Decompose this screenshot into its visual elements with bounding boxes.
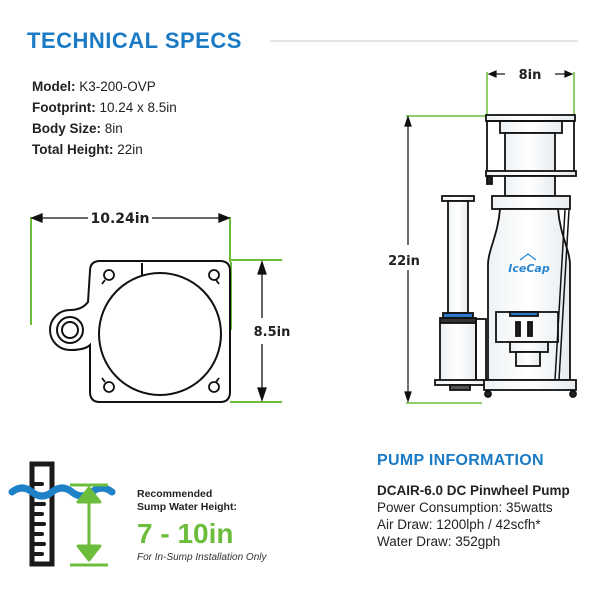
sump-info: Recommended Sump Water Height: 7 - 10in … (137, 488, 267, 563)
spec-total-height: Total Height: 22in (32, 139, 177, 160)
depth-dimension-label: 8.5in (254, 325, 291, 340)
pump-power: Power Consumption: 35watts (377, 500, 553, 515)
pump-info: PUMP INFORMATION DCAIR-6.0 DC Pinwheel P… (377, 452, 570, 550)
spec-body-size: Body Size: 8in (32, 118, 177, 139)
spec-label: Footprint: (32, 100, 96, 115)
pump-air-draw: Air Draw: 1200lph / 42scfh* (377, 517, 541, 532)
icecap-logo: IceCap (508, 262, 550, 275)
pump-water-draw: Water Draw: 352gph (377, 534, 501, 549)
spec-model: Model: K3-200-OVP (32, 76, 177, 97)
spec-value: 10.24 x 8.5in (95, 100, 177, 115)
skimmer-diagram: 8in 22in (388, 68, 577, 404)
spec-footprint: Footprint: 10.24 x 8.5in (32, 97, 177, 118)
logo-peak-icon (519, 253, 537, 261)
spec-label: Body Size: (32, 121, 102, 136)
water-wave-icon (8, 484, 116, 500)
pump-title: PUMP INFORMATION (377, 452, 544, 469)
sump-label-line2: Sump Water Height: (137, 501, 237, 513)
title-divider (270, 40, 578, 42)
spec-value: 8in (101, 121, 123, 136)
spec-label: Model: (32, 79, 76, 94)
sump-label-line1: Recommended (137, 488, 213, 500)
spec-label: Total Height: (32, 142, 114, 157)
width-dimension-label: 10.24in (90, 211, 149, 227)
sump-water-height-icon (8, 461, 116, 567)
pump-model: DCAIR-6.0 DC Pinwheel Pump (377, 483, 570, 498)
spec-value: K3-200-OVP (75, 79, 156, 94)
sump-note: For In-Sump Installation Only (137, 552, 267, 563)
body-width-label: 8in (519, 68, 542, 83)
page-title: TECHNICAL SPECS (27, 28, 242, 53)
sump-height-value: 7 - 10in (137, 518, 234, 549)
spec-list: Model: K3-200-OVP Footprint: 10.24 x 8.5… (32, 76, 177, 160)
footprint-diagram: 10.24in 8.5in (30, 211, 291, 403)
spec-value: 22in (113, 142, 143, 157)
height-label: 22in (388, 254, 420, 269)
